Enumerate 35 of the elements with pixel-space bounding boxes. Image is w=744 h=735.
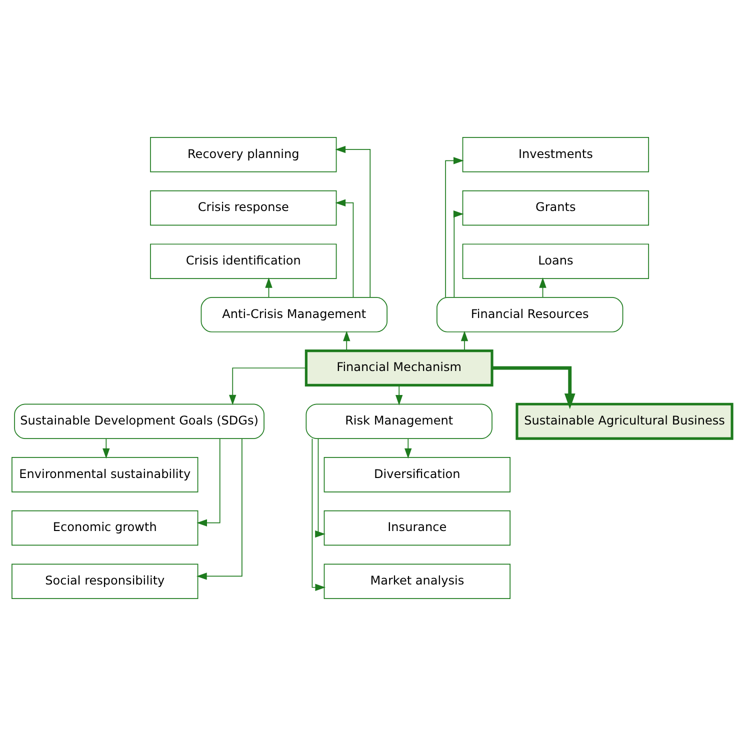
arrow [343,330,350,351]
node-box: Financial Resources [436,296,624,332]
node-box: Crisis identification [150,243,337,278]
node-box: Sustainable Development Goals (SDGs) [14,403,264,438]
arrow [229,367,307,405]
arrow [196,438,220,526]
node-box: Economic growth [12,510,198,546]
arrow [312,438,326,590]
node-box: Recovery planning [150,136,337,172]
node-box: Crisis response [150,190,337,226]
node-box: Diversification [324,456,510,492]
node-box: Environmental sustainability [12,456,198,492]
node-box: Insurance [324,510,510,546]
arrow [395,384,403,405]
arrow [265,276,272,298]
arrow [315,438,326,538]
node-box: Sustainable Agricultural Business [516,402,734,440]
node-box: Investments [462,136,650,172]
node-box: Anti-Crisis Management [200,296,388,332]
node-box: Social responsibility [12,563,198,598]
arrow [102,438,110,458]
arrow [404,438,412,458]
arrow [453,210,464,298]
arrow [196,438,242,580]
arrow [460,330,468,351]
node-box: Financial Mechanism [304,349,494,386]
node-box: Risk Management [306,403,492,438]
arrow [335,198,354,298]
arrow [492,366,576,409]
node-box: Loans [462,243,650,278]
node-box: Grants [462,190,650,226]
node-box: Market analysis [324,563,510,598]
arrow [335,145,371,298]
arrow [539,276,546,298]
arrow [445,156,464,298]
